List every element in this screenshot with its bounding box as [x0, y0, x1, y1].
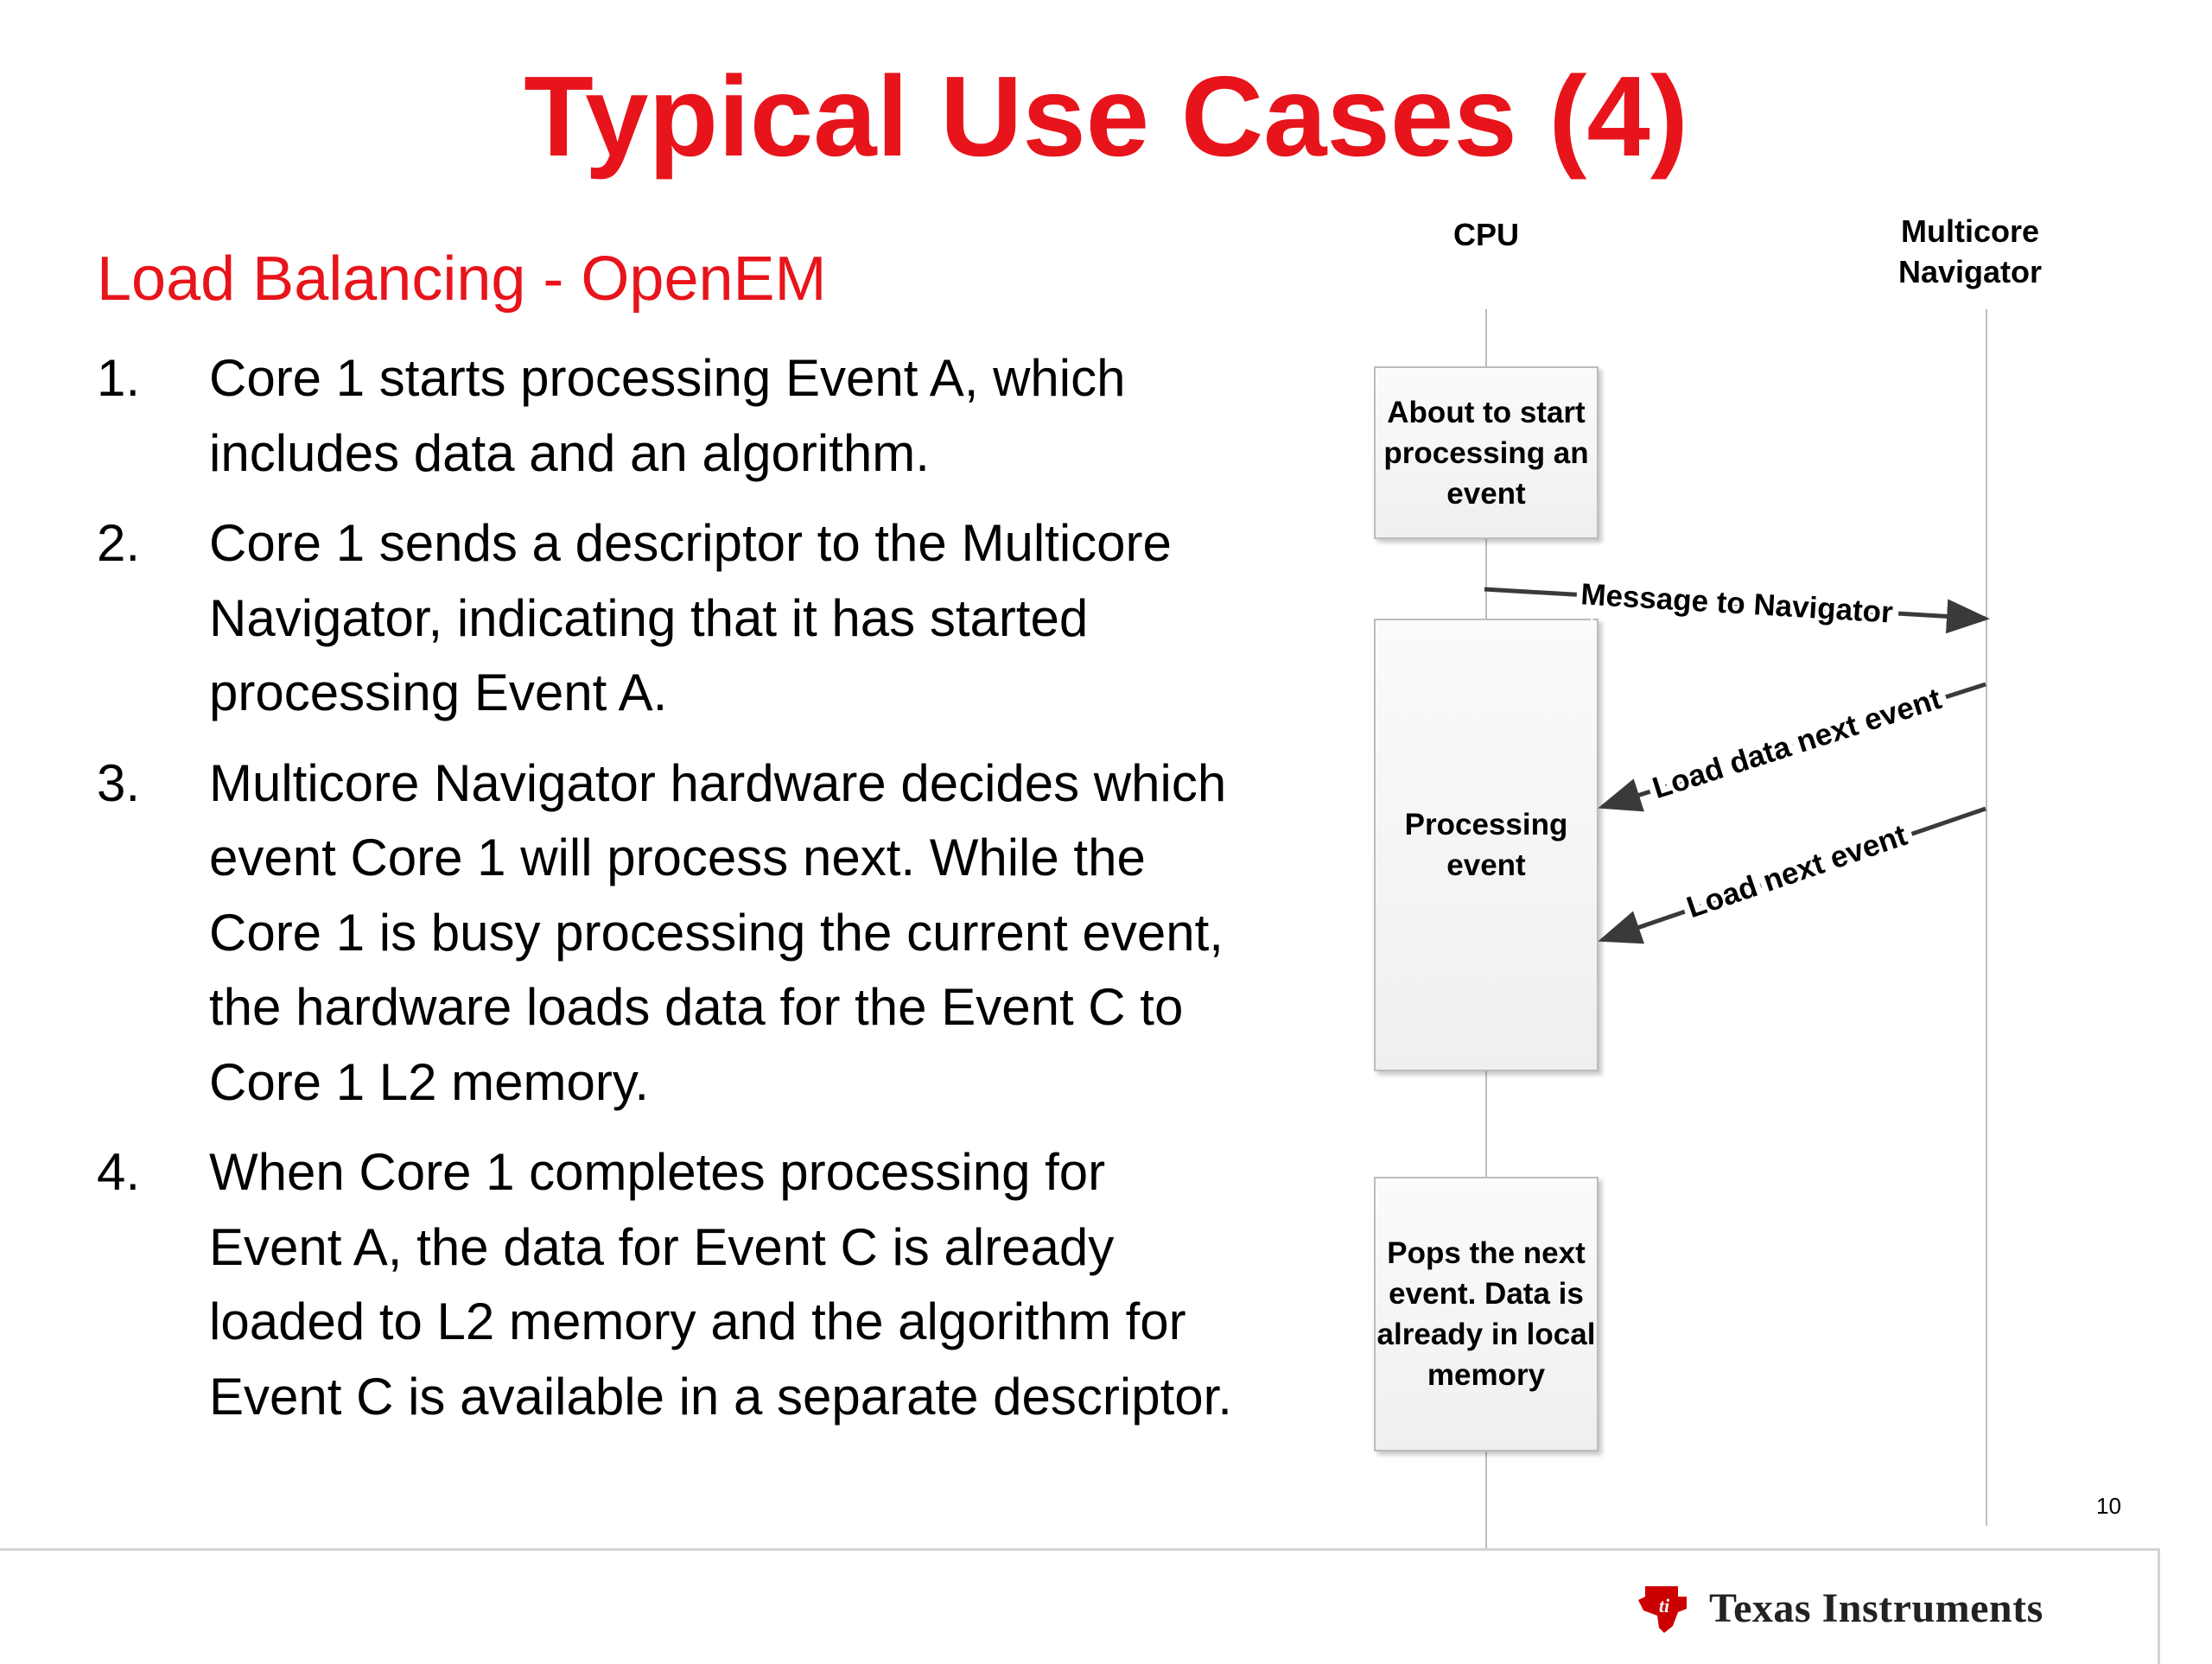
message-to-navigator-arrow [1484, 587, 1990, 634]
step-number: 1. [97, 349, 141, 407]
navigator-lane-label: Multicore Navigator [1897, 213, 2043, 289]
footer-bar [0, 1548, 2160, 1664]
load-next-event: Load next event [1598, 806, 1986, 944]
load-next-event-label: Load next event [1682, 818, 1911, 924]
step-item: 1. Core 1 starts processing Event A, whi… [97, 341, 1246, 491]
cpu-lane-label: CPU [1452, 217, 1519, 252]
start-processing-label: About to start processing an event [1383, 395, 1589, 511]
logo-wordmark: Texas Instruments [1709, 1585, 2044, 1631]
load-data-next-event: Load data next event [1598, 676, 1986, 812]
navigator-lifeline [1986, 309, 1987, 1526]
load-data-next-event-label: Load data next event [1649, 682, 1946, 805]
step-number: 2. [97, 514, 141, 572]
step-text: Core 1 sends a descriptor to the Multico… [209, 514, 1172, 721]
processing-event-box: Processing event [1374, 619, 1599, 1071]
step-text: Multicore Navigator hardware decides whi… [209, 753, 1227, 1111]
start-processing-box: About to start processing an event [1374, 366, 1599, 539]
message-to-navigator: Message to Navigator [1484, 571, 1990, 636]
slide-title: Typical Use Cases (4) [524, 53, 1688, 180]
pops-next-event-box: Pops the next event. Data is already in … [1374, 1177, 1599, 1451]
step-item: 4. When Core 1 completes processing for … [97, 1135, 1246, 1434]
ti-logo: ti Texas Instruments [1633, 1578, 2044, 1638]
svg-text:ti: ti [1659, 1595, 1670, 1616]
step-number: 4. [97, 1143, 141, 1201]
load-next-event-arrow [1598, 806, 1986, 944]
step-item: 2. Core 1 sends a descriptor to the Mult… [97, 506, 1246, 731]
message-to-navigator-label: Message to Navigator [1580, 577, 1894, 629]
slide-subtitle: Load Balancing - OpenEM [97, 245, 827, 314]
steps-list: 1. Core 1 starts processing Event A, whi… [97, 341, 1246, 1450]
page-number: 10 [2096, 1493, 2121, 1519]
processing-event-label: Processing event [1404, 808, 1568, 882]
step-item: 3. Multicore Navigator hardware decides … [97, 746, 1246, 1121]
step-number: 3. [97, 753, 141, 812]
load-data-next-event-arrow [1598, 682, 1986, 812]
pops-next-event-label: Pops the next event. Data is already in … [1376, 1236, 1596, 1392]
step-text: When Core 1 completes processing for Eve… [209, 1143, 1232, 1426]
ti-logo-icon: ti [1638, 1586, 1687, 1633]
step-text: Core 1 starts processing Event A, which … [209, 349, 1126, 482]
